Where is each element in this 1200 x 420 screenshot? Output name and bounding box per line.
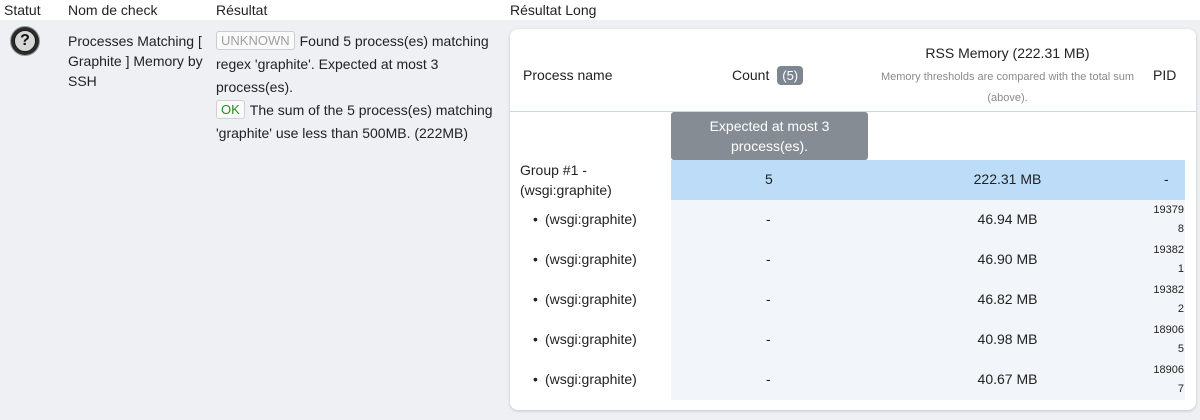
process-pid: 193822 (1153, 284, 1184, 315)
group-rss: 222.31 MB (973, 171, 1042, 187)
process-pid: 193798 (1153, 204, 1184, 235)
result-text-ok: The sum of the 5 process(es) matching 'g… (216, 102, 493, 141)
table-row: • (wsgi:graphite) - 40.98 MB 189065 (510, 320, 1196, 360)
header-count-label: Count (732, 67, 770, 83)
table-header: Statut Nom de check Résultat Résultat Lo… (0, 0, 1200, 21)
count-badge[interactable]: (5) (777, 66, 804, 85)
process-rss: 40.98 MB (977, 331, 1038, 347)
header-rss-memory: RSS Memory (222.31 MB) (925, 45, 1090, 61)
process-name: (wsgi:graphite) (545, 371, 637, 387)
header-count: Count (5) (732, 66, 804, 85)
status-badge-unknown: UNKNOWN (216, 31, 295, 50)
question-mark-icon: ? (11, 27, 39, 55)
table-row: • (wsgi:graphite) - 46.82 MB 193822 (510, 280, 1196, 320)
process-name: (wsgi:graphite) (545, 211, 637, 227)
bullet-icon: • (533, 291, 538, 307)
process-pid: 189067 (1153, 364, 1184, 395)
header-pid: PID (1153, 67, 1177, 83)
process-rows-background (671, 200, 1185, 400)
rss-memory-note: Memory thresholds are compared with the … (880, 71, 1135, 104)
bullet-icon: • (533, 371, 538, 387)
process-pid: 189065 (1153, 324, 1184, 355)
process-pid: 193821 (1153, 244, 1184, 275)
table-row: • (wsgi:graphite) - 40.67 MB 189067 (510, 360, 1196, 400)
group-name: Group #1 - (wsgi:graphite) (520, 162, 612, 198)
bullet-icon: • (533, 331, 538, 347)
process-count: - (766, 251, 771, 267)
group-count: 5 (765, 171, 773, 187)
process-rss: 40.67 MB (977, 371, 1038, 387)
process-count: - (766, 371, 771, 387)
process-name: (wsgi:graphite) (545, 251, 637, 267)
column-header-long-result[interactable]: Résultat Long (510, 2, 597, 18)
group-row: 5 222.31 MB - (671, 160, 1185, 200)
check-name[interactable]: Processes Matching [ Graphite ] Memory b… (68, 33, 203, 89)
bullet-icon: • (533, 251, 538, 267)
process-table-header: Process name Count (5) RSS Memory (222.3… (510, 29, 1196, 112)
column-header-check-name[interactable]: Nom de check (68, 2, 158, 18)
result-text-unknown: Found 5 process(es) matching regex 'grap… (216, 33, 489, 95)
process-name: (wsgi:graphite) (545, 291, 637, 307)
count-tooltip: Expected at most 3 process(es). (671, 112, 868, 160)
process-count: - (766, 331, 771, 347)
process-rss: 46.90 MB (977, 251, 1038, 267)
long-result-card: Process name Count (5) RSS Memory (222.3… (510, 29, 1196, 410)
status-badge-ok: OK (216, 100, 245, 119)
header-process-name: Process name (523, 67, 613, 83)
process-name: (wsgi:graphite) (545, 331, 637, 347)
process-count: - (766, 211, 771, 227)
process-rss: 46.82 MB (977, 291, 1038, 307)
process-rss: 46.94 MB (977, 211, 1038, 227)
bullet-icon: • (533, 211, 538, 227)
group-pid: - (1164, 171, 1169, 187)
column-header-result[interactable]: Résultat (216, 2, 268, 18)
table-row: • (wsgi:graphite) - 46.94 MB 193798 (510, 200, 1196, 240)
table-row: • (wsgi:graphite) - 46.90 MB 193821 (510, 240, 1196, 280)
column-header-status[interactable]: Statut (4, 2, 41, 18)
process-count: - (766, 291, 771, 307)
